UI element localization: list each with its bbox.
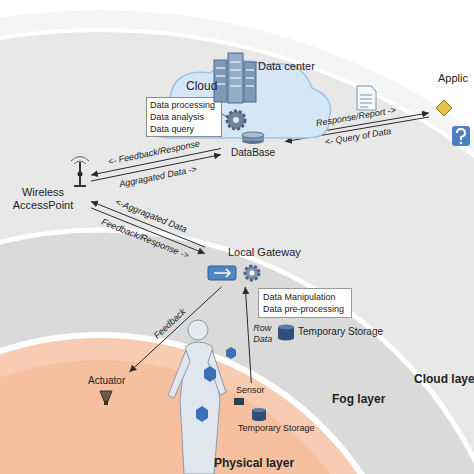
- body-sensor: [226, 347, 236, 359]
- question-mark: [457, 129, 465, 140]
- icon-part: [104, 401, 108, 405]
- icon-part: [252, 408, 266, 412]
- server-tower: [244, 62, 256, 102]
- icon-part: [278, 336, 294, 341]
- edge-label: Response/Report ->: [315, 105, 396, 129]
- storage-node: Temporary Storage: [236, 408, 340, 436]
- cloud-band: [0, 30, 474, 474]
- icon-part: [214, 269, 230, 277]
- gateway-icon: Local Gateway: [206, 246, 282, 286]
- edge-label: <- Feedback/Response: [107, 138, 201, 167]
- antenna-mast: [74, 162, 86, 186]
- node-text: Data query: [150, 123, 221, 135]
- node-text: DataBase: [222, 147, 284, 158]
- application-node: Applic: [430, 70, 474, 152]
- edge-label: Feedback: [152, 306, 188, 341]
- gateway-box: [208, 266, 236, 280]
- gear-icon: [227, 111, 245, 129]
- node-text: Applic: [438, 72, 468, 84]
- app-icon: [436, 100, 452, 116]
- person-arm: [168, 350, 190, 398]
- icon-part: [252, 417, 266, 421]
- cloud-outline: [147, 61, 331, 139]
- storage-node: Temporary Storage: [276, 324, 388, 342]
- actuator-node: Actuator: [88, 373, 134, 405]
- query-icon: [452, 126, 470, 146]
- node-text: Data pre-processing: [263, 303, 351, 315]
- server-tower: [228, 53, 243, 103]
- pointer-line: [222, 114, 227, 117]
- node-text: Data Manipulation: [263, 291, 351, 303]
- server-slots: [216, 62, 254, 86]
- server-tower: [214, 60, 227, 102]
- physical-band: [0, 335, 415, 474]
- actuator-symbol: [100, 391, 112, 401]
- node-text: Data center: [258, 60, 315, 72]
- icon-part: [78, 172, 83, 177]
- edge-label: Row Data: [253, 323, 279, 345]
- node-text: Wireless AccessPoint: [4, 186, 82, 212]
- icon-part: [250, 271, 255, 276]
- icon-part: [242, 132, 264, 138]
- document-lines: [360, 95, 372, 107]
- layer-label: Fog layer: [332, 392, 385, 406]
- icon-part: [278, 325, 294, 330]
- antenna-waves: [71, 157, 89, 165]
- cloud-shape: Cloud Data centerData processingData anal…: [140, 52, 336, 144]
- body-sensor: [204, 366, 216, 382]
- node-text: Data processing: [150, 99, 221, 111]
- node-text: Actuator: [88, 375, 125, 386]
- sensor-symbol: [234, 398, 244, 405]
- edge-label: Aggragated Data ->: [118, 163, 197, 189]
- gear-icon: [245, 266, 259, 280]
- database-icon: DataBase: [222, 130, 284, 160]
- person-head: [188, 320, 208, 340]
- node-text: Temporary Storage: [238, 423, 315, 433]
- process-list-box: Data processingData analysisData query: [146, 97, 222, 137]
- sensor-node: Sensor: [232, 384, 272, 406]
- connector-arrow: [129, 287, 221, 372]
- node-text: Sensor: [236, 385, 265, 395]
- fog-band: [0, 230, 474, 474]
- report-document: [357, 86, 376, 110]
- node-text: Data analysis: [150, 111, 221, 123]
- node-text: Temporary Storage: [298, 326, 383, 337]
- outer-ring: [0, 10, 474, 474]
- body-sensor: [196, 406, 208, 422]
- node-text: Local Gateway: [228, 246, 301, 258]
- access-point: Wireless AccessPoint: [4, 158, 90, 216]
- layer-label: Cloud laye: [414, 372, 474, 386]
- edge-label: <- Query of Data: [324, 126, 392, 148]
- process-box: Data ManipulationData pre-processing: [258, 288, 352, 318]
- layer-label: Physical layer: [214, 456, 294, 470]
- gear-hub: [233, 117, 239, 123]
- connector-arrow: [245, 287, 251, 383]
- node-text: Cloud: [186, 79, 217, 93]
- icon-part: [460, 142, 462, 144]
